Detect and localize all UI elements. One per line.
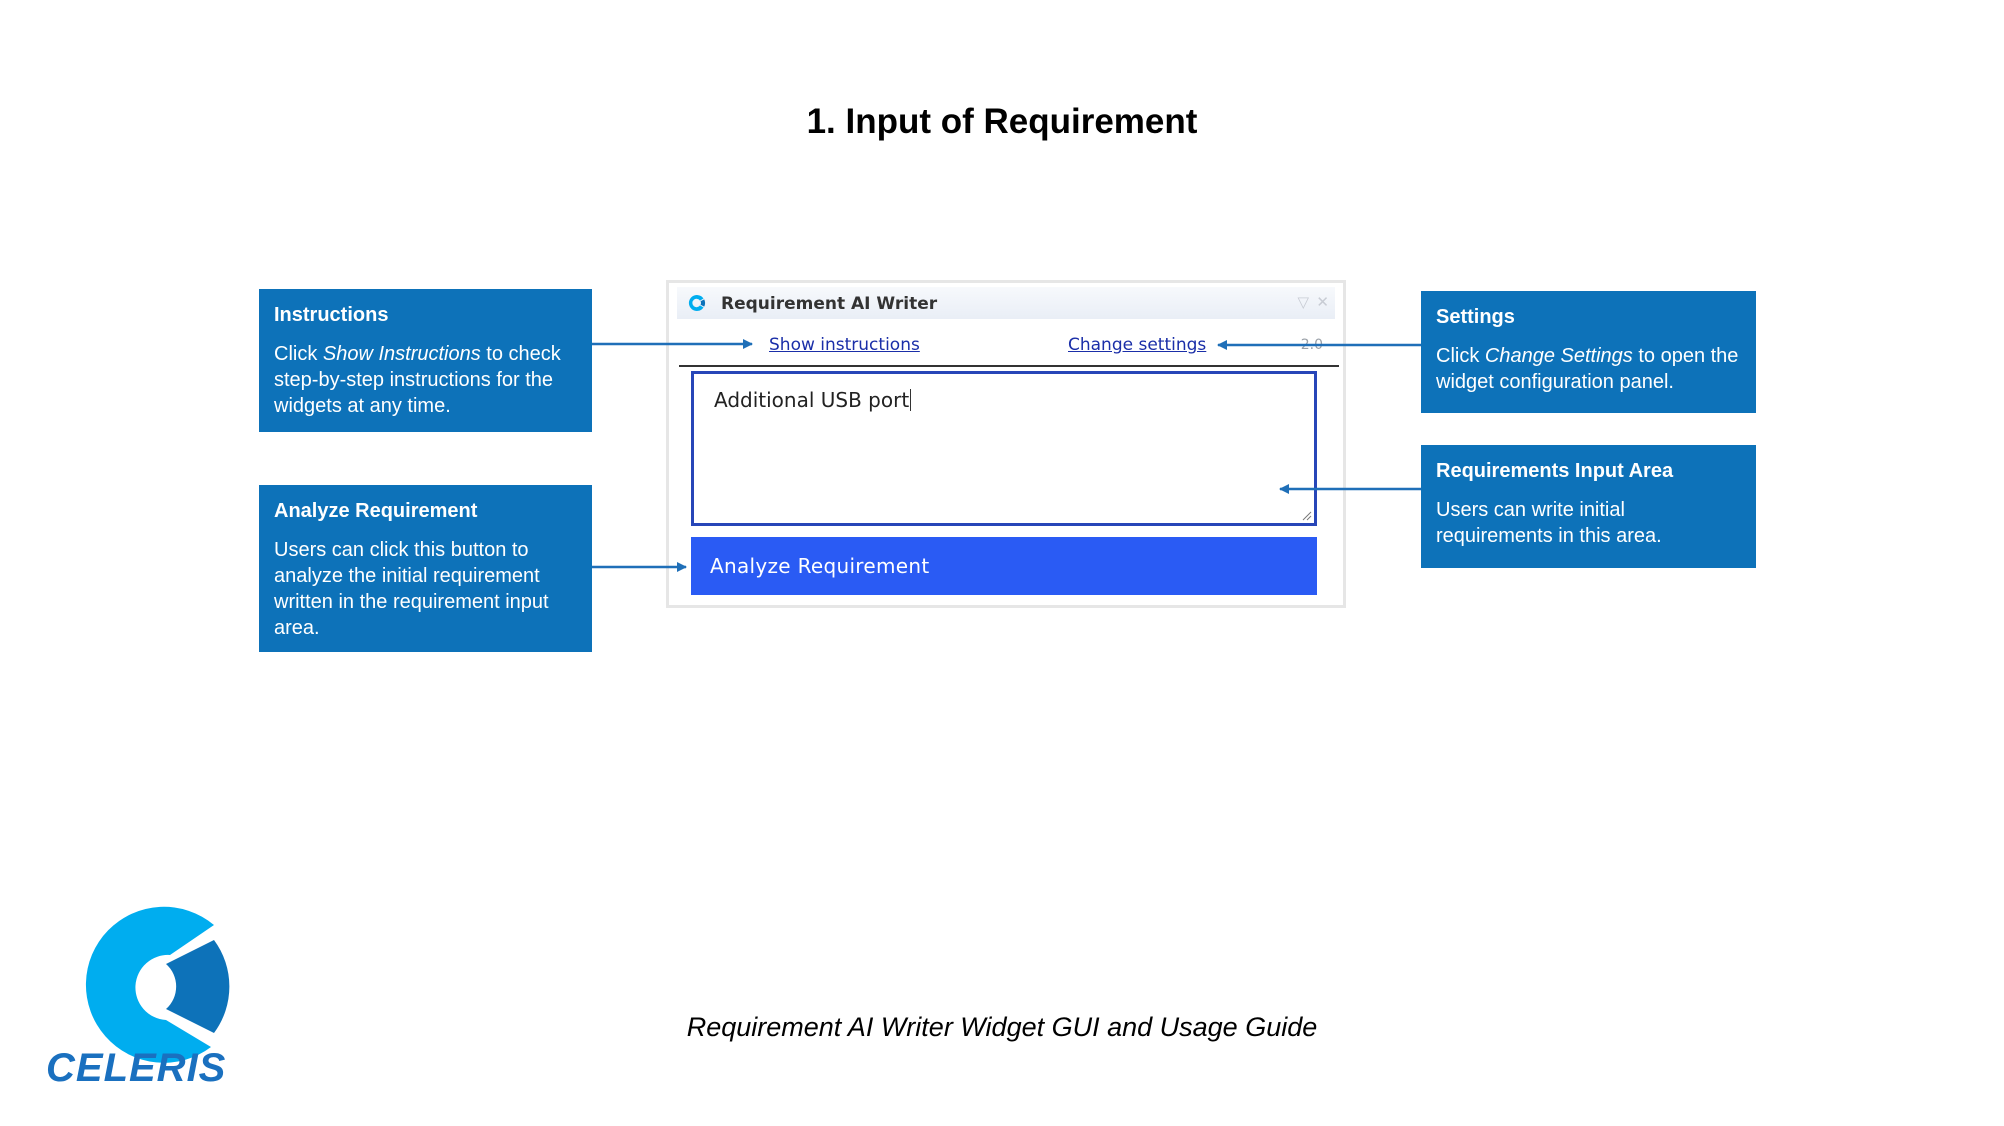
requirement-input[interactable]: Additional USB port (691, 371, 1317, 526)
callout-analyze-requirement: Analyze Requirement Users can click this… (259, 485, 592, 652)
slide-title: 1. Input of Requirement (806, 102, 1198, 141)
slide-caption: Requirement AI Writer Widget GUI and Usa… (686, 1012, 1318, 1042)
callout-body: Click Change Settings to open the widget… (1436, 345, 1739, 393)
text-caret (910, 389, 912, 411)
show-instructions-link[interactable]: Show instructions (769, 335, 920, 355)
close-icon[interactable]: ✕ (1316, 294, 1329, 311)
version-label: 2.0 (1300, 337, 1323, 353)
requirement-input-value: Additional USB port (714, 388, 910, 412)
resize-grip-icon[interactable] (1300, 509, 1312, 521)
callout-title: Settings (1436, 306, 1515, 328)
widget-titlebar: Requirement AI Writer ▽ ✕ (677, 287, 1335, 319)
analyze-requirement-button[interactable]: Analyze Requirement (691, 537, 1317, 595)
change-settings-link[interactable]: Change settings (1068, 335, 1207, 355)
callout-body: Users can write initial requirements in … (1436, 499, 1662, 547)
triangle-down-icon[interactable]: ▽ (1297, 294, 1309, 311)
callout-settings: Settings Click Change Settings to open t… (1421, 291, 1756, 413)
callout-body: Users can click this button to analyze t… (274, 539, 549, 639)
callout-title: Analyze Requirement (274, 500, 478, 522)
celeris-logo-text: CELERIS (46, 1046, 227, 1090)
celeris-logo-icon (85, 906, 230, 1063)
callout-title: Instructions (274, 304, 389, 326)
callout-requirements-input-area: Requirements Input Area Users can write … (1421, 445, 1756, 568)
celeris-c-icon (688, 295, 706, 311)
widget-link-bar: Show instructions Change settings 2.0 (669, 335, 1343, 363)
callout-title: Requirements Input Area (1436, 460, 1674, 482)
requirement-ai-writer-widget: Requirement AI Writer ▽ ✕ Show instructi… (666, 280, 1346, 608)
widget-title: Requirement AI Writer (721, 294, 938, 314)
callout-instructions: Instructions Click Show Instructions to … (259, 289, 592, 432)
widget-divider (679, 365, 1339, 367)
callout-body: Click Show Instructions to check step-by… (274, 343, 561, 417)
